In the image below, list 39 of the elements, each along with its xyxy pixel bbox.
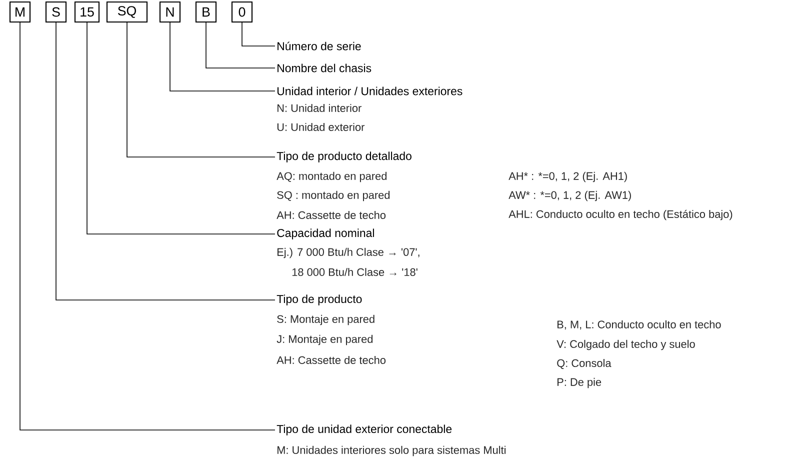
- leader-line: [126, 22, 276, 158]
- code-box: B: [195, 1, 217, 23]
- code-box: 15: [74, 1, 100, 23]
- leader-line: [206, 22, 276, 68]
- description: AHL: Conducto oculto en techo (Estático bajo): [508, 210, 732, 220]
- leader-line: [56, 22, 276, 300]
- description: AQ: montado en pared: [276, 172, 386, 182]
- description: SQ : montado en pared: [277, 190, 390, 202]
- heading: Nombre del chasis: [278, 64, 372, 72]
- description: Q: Consola: [557, 359, 612, 369]
- heading: Unidad interior / Unidades exteriores: [277, 86, 462, 96]
- description: AH: Cassette de techo: [276, 210, 386, 219]
- description: S: Montaje en pared: [277, 314, 374, 326]
- description: J: Montaje en pared: [276, 334, 373, 346]
- leader-line: [86, 22, 276, 234]
- leader-line: [170, 22, 276, 92]
- description: AW* : *=0, 1, 2 (Ej. AW1): [508, 190, 631, 202]
- description: AH* : *=0, 1, 2 (Ej. AH1): [508, 172, 627, 182]
- description: P: De pie: [558, 378, 602, 388]
- heading: Número de serie: [278, 42, 361, 50]
- heading: Tipo de producto: [276, 294, 362, 306]
- code-box: 0: [231, 1, 253, 23]
- description: M: Unidades interiores solo para sistemas Multi: [278, 446, 506, 456]
- description: 18 000 Btu/h Clase → '18': [292, 268, 418, 276]
- description: Ej.) 7 000 Btu/h Clase → '07',: [278, 248, 420, 258]
- code-box: SQ: [106, 1, 148, 23]
- leader-line: [20, 22, 276, 430]
- description: N: Unidad interior: [278, 104, 362, 112]
- heading: Tipo de producto detallado: [276, 152, 412, 162]
- description: V: Colgado del techo y suelo: [556, 340, 695, 350]
- heading: Capacidad nominal: [277, 228, 374, 240]
- code-box: S: [45, 1, 67, 23]
- leader-line: [242, 22, 276, 46]
- description: AH: Cassette de techo: [276, 356, 386, 364]
- heading: Tipo de unidad exterior conectable: [276, 424, 452, 436]
- description: U: Unidad exterior: [277, 122, 364, 131]
- code-box: M: [9, 1, 31, 23]
- code-box: N: [159, 1, 181, 23]
- description: B, M, L: Conducto oculto en techo: [558, 320, 721, 330]
